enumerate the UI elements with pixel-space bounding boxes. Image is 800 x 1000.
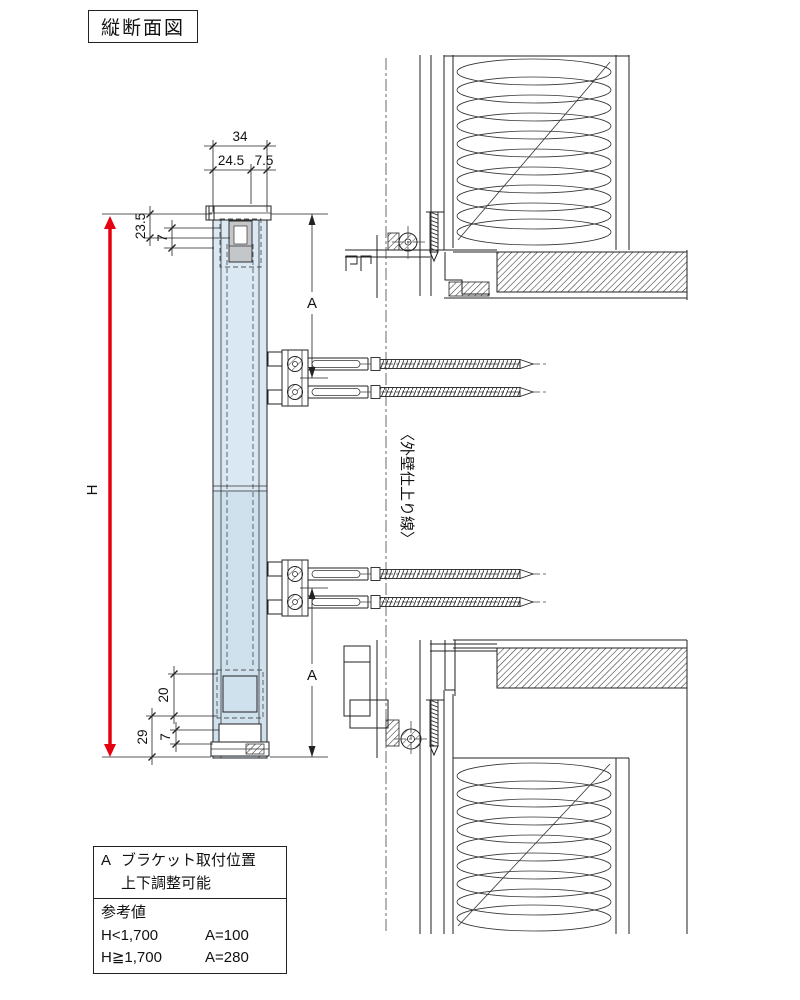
- sill-frame-detail: [343, 640, 497, 758]
- note-value: A=280: [205, 949, 249, 966]
- insulation-bottom: [456, 762, 612, 932]
- insulation-top: [456, 58, 612, 246]
- dim-a-bottom-label: A: [307, 667, 317, 684]
- dimensions-left-bottom: 20 29 7: [135, 666, 219, 765]
- dim-24-5-label: 24.5: [218, 153, 244, 168]
- dim-7-5-label: 7.5: [255, 153, 274, 168]
- note-value: A=100: [205, 926, 249, 944]
- dim-29-label: 29: [135, 729, 150, 744]
- wall-structure-bottom: [343, 639, 688, 934]
- screw-vertical-top: [429, 211, 439, 253]
- h-arrow-up: [104, 216, 116, 229]
- shade-unit: [205, 205, 272, 759]
- note-desc-line2: 上下調整可能: [121, 874, 212, 892]
- note-condition: H≧1,700: [101, 949, 162, 966]
- dimension-height-h: H: [84, 213, 212, 758]
- note-ref-row: H≧1,700 A=280: [101, 947, 279, 970]
- mounting-screw: [370, 357, 535, 371]
- h-arrow-down: [104, 744, 116, 757]
- screw-vertical-bottom: [429, 699, 439, 747]
- dimension-a-top: A: [271, 213, 328, 379]
- wall-finish-line: 〈外壁仕上り線〉: [385, 58, 415, 934]
- dim-23-5-label: 23.5: [133, 213, 148, 239]
- note-desc-line1: ブラケット取付位置: [121, 852, 257, 869]
- dim-7-top-label: 7: [155, 234, 170, 242]
- mounting-screw: [370, 385, 535, 399]
- head-mount-detail: [345, 211, 497, 298]
- dimensions-top: 34 24.5 7.5: [204, 129, 276, 212]
- dim-7-bottom-label: 7: [158, 733, 173, 741]
- bottom-box-hidden: [216, 669, 264, 719]
- dimension-a-bottom: A: [270, 587, 328, 758]
- dim-34-label: 34: [232, 129, 248, 144]
- wall-finish-line-label: 〈外壁仕上り線〉: [398, 426, 415, 546]
- wood-girt-bottom: [496, 647, 688, 689]
- note-reference-values: 参考値 H<1,700 A=100 H≧1,700 A=280: [93, 899, 287, 974]
- bracket-note-table: A ブラケット取付位置 上下調整可能 参考値 H<1,700 A=100 H≧1,…: [93, 846, 287, 974]
- note-condition: H<1,700: [101, 926, 159, 944]
- note-ref-row: H<1,700 A=100: [101, 925, 279, 948]
- wall-structure-top: [345, 55, 688, 300]
- dim-a-top-label: A: [307, 295, 317, 312]
- wood-girt-top: [496, 251, 688, 293]
- dim-20-label: 20: [156, 687, 171, 702]
- note-ref-header: 参考値: [101, 904, 147, 921]
- drawing-title: 縦断面図: [88, 10, 199, 43]
- dim-h-label: H: [84, 485, 101, 496]
- mounting-bracket-top: [267, 349, 548, 407]
- note-key: A: [101, 852, 112, 869]
- dimensions-left-top: 23.5 7: [133, 206, 230, 256]
- note-row-bracket: A ブラケット取付位置 上下調整可能: [93, 846, 287, 899]
